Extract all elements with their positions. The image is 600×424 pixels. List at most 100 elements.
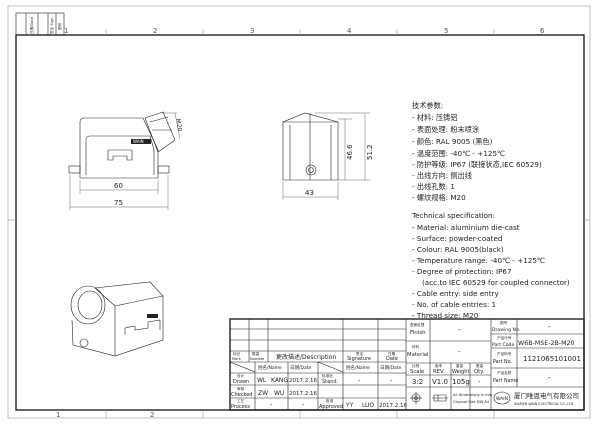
dim-43: 43 [305,189,314,197]
drawn-date: 2017.2.16 [289,378,317,384]
mark-label: Mark [232,357,242,361]
part-no-value: 1121065101001 [523,355,581,363]
date-cn: 日期 [388,351,396,356]
drawn-cn: 设计 [237,373,245,378]
checked-name1: ZW [258,390,268,397]
corner-block: 日期/Date 签名 Sign 图号 [15,12,65,36]
spec-en-item: - Degree of protection: IP67 [412,267,512,276]
logo-text: WAIN [496,396,508,402]
stand-label: Stand. [322,379,339,385]
drawing-no-value: - [548,323,551,331]
company-name-en: XIAMEN WAIN ELECTRICAL CO.,LTD [514,402,574,406]
rev-value: V1.0 [432,378,448,386]
part-no-cn: 产品料号 [497,351,512,356]
zone-bottom-1: 1 [56,411,60,419]
zone-top-3: 3 [250,27,254,35]
drawn-name2: KANG [271,377,288,384]
spec-cn-title: 技术参数: [412,101,443,110]
scale-label: Scale [410,369,424,375]
signature-label: Signature [347,356,371,362]
name-header-2: 姓名/Name [346,364,370,371]
spec-en-item: - Surface: powder-coated [412,234,502,243]
description-label: 更改描述/Description [276,353,336,361]
mark-cn: 标记 [233,351,241,356]
dimensions-note: All Dimensions in mm [453,393,493,397]
spec-en-item: (acc.to IEC 60529 for coupled connector) [422,278,570,287]
drawing-no-cn: 图号 [500,320,508,325]
weight-value: 105g [452,378,470,386]
part-name-value: - [548,374,551,382]
drawing-no-label: Drawing No. [492,327,520,333]
process-date: - [302,401,304,408]
rev-label: REV. [433,369,445,375]
projection-symbol-icon [410,392,448,404]
material-label: Material [407,352,429,358]
part-no-label: Part No. [493,359,512,365]
corner-sign-label: 签名 Sign [49,18,54,34]
stand-date: - [390,377,392,384]
scale-value: 3:2 [412,378,423,386]
qty-label: Qty. [474,369,485,375]
dim-46-6: 46.6 [346,144,354,160]
front-view: WAIN 60 75 M20 [68,111,183,210]
spec-en-item: - Cable entry: side entry [412,289,500,298]
part-code-value: W6B-MSE-2B-M20 [518,340,575,347]
stand-cn: 标准化 [322,373,333,378]
spec-cn-item: - 颜色: RAL 9005 (黑色) [412,137,493,146]
spec-en-item: - No. of cable entries: 1 [412,300,496,309]
original-size-note: Original Size DIN A4 [453,400,490,404]
material-cn: 材料 [412,344,420,349]
spec-en-item: - Temperature range: -40℃ - +125℃ [412,256,545,265]
checked-name2: WU [274,390,284,397]
weight-cn: 重量 [456,363,464,368]
checked-label: Checked [231,392,252,398]
process-name: - [270,401,272,408]
number-cn: 数量 [252,351,260,356]
brand-mark-front: WAIN [133,139,144,144]
part-name-cn: 产品名称 [497,370,512,375]
number-label: Number [250,357,265,361]
dim-75: 75 [114,199,123,207]
material-value: - [458,348,461,356]
approved-label: Approved [319,404,343,410]
company-name-cn: 厦门唯恩电气有限公司 [514,391,579,400]
finish-label: Finish [410,330,426,336]
weight-label: Weight [452,369,469,375]
zone-markers: 1 2 3 4 5 6 1 2 [8,27,590,419]
checked-cn: 审核 [237,386,245,391]
zone-top-5: 5 [444,27,448,35]
part-code-cn: 产品代号 [497,335,512,340]
part-code-label: Part Code [492,342,514,348]
part-name-label: Part Name [493,378,518,384]
zone-top-4: 4 [347,27,352,35]
date-header-2: 日期/Date [380,365,402,371]
spec-en-item: - Thread size: M20 [412,311,479,320]
spec-cn-item: - 出线孔数: 1 [412,182,455,191]
name-header: 姓名/Name [258,364,282,371]
dim-51-2: 51.2 [366,144,374,160]
spec-cn-item: - 表面处理: 粉末喷涂 [412,125,479,134]
drawn-label: Drawn [233,379,249,385]
zone-top-6: 6 [540,27,545,35]
spec-cn-item: - 防护等级: IP67 (联接状态,IEC 60529) [412,160,542,169]
isometric-view [70,281,164,357]
stand-name: - [358,377,360,384]
approved-name2: LUO [362,402,374,409]
finish-cn: 表面处理 [410,322,425,327]
rev-cn: 版本 [435,363,443,368]
qty-cn: 数量 [476,363,484,368]
dim-m20: M20 [174,118,183,132]
zone-bottom-2: 2 [150,411,154,419]
signature-cn: 签名 [356,351,364,356]
approved-name1: YY [345,402,354,409]
process-cn: 工艺 [237,398,245,403]
approved-date: 2017.2.16 [379,403,407,409]
corner-date-label: 日期/Date [29,16,34,34]
spec-en-item: - Colour: RAL 9005(black) [412,245,504,254]
corner-drawing-label: 图号 [57,22,62,30]
side-view: 43 46.6 51.2 [282,112,374,200]
spec-cn-item: - 材料: 压铸铝 [412,113,458,122]
date-header: 日期/Date [290,365,312,371]
scale-cn: 比例 [412,363,420,368]
